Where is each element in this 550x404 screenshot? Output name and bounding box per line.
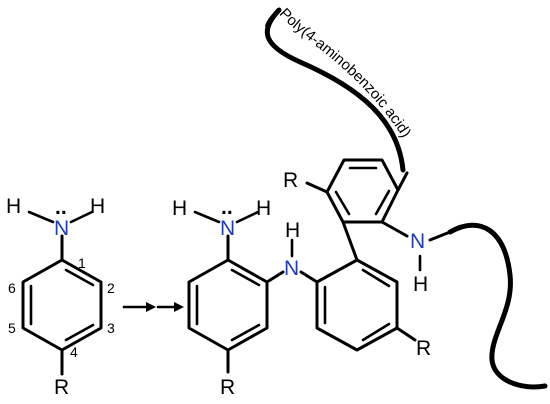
product-h-right: H bbox=[256, 197, 271, 220]
monomer-h-right: H bbox=[90, 195, 105, 218]
arrow-2-head bbox=[174, 302, 184, 312]
monomer-structure: H H N .. 1 1 2 3 4 5 6 R bbox=[6, 195, 115, 399]
ring-c-double-3 bbox=[334, 190, 351, 216]
ring-b-r-bond bbox=[395, 326, 417, 342]
polymer-chain-right bbox=[447, 222, 548, 390]
reaction-arrows bbox=[122, 302, 184, 312]
ring-c-double-2 bbox=[374, 189, 391, 216]
product-amine-nitrogen: N bbox=[220, 217, 235, 240]
ring-c-nh-bond bbox=[380, 220, 409, 238]
bridge-bond-left bbox=[265, 270, 285, 284]
ring-number-5-label: 5 bbox=[8, 320, 16, 336]
ring-number-2-label: 2 bbox=[107, 280, 115, 296]
monomer-nitrogen: N bbox=[54, 217, 69, 240]
ring-a-double-2 bbox=[230, 323, 261, 342]
product-lone-pair: .. bbox=[221, 196, 233, 219]
polymer-chains: Poly(4-aminobenzoic acid) bbox=[264, 5, 548, 390]
bridge-hydrogen: H bbox=[285, 219, 300, 242]
ring-a-nh-right bbox=[235, 210, 260, 224]
polymer-label: Poly(4-aminobenzoic acid) bbox=[276, 5, 414, 141]
bridge-nitrogen: N bbox=[284, 257, 299, 280]
bridge-bond-right bbox=[299, 270, 319, 284]
monomer-double-bond-2 bbox=[64, 323, 95, 342]
product-ring-a bbox=[187, 258, 269, 352]
product-r-bottom-left: R bbox=[220, 376, 235, 399]
biaryl-bond bbox=[341, 220, 359, 262]
ring-number-3-label: 3 bbox=[107, 320, 115, 336]
product-r-top-left: R bbox=[283, 169, 298, 192]
ring-b-double-1 bbox=[361, 268, 391, 288]
monomer-substituent-r: R bbox=[54, 376, 69, 399]
product-r-bottom-right: R bbox=[416, 337, 431, 360]
polymer-chain-top-tail bbox=[265, 9, 280, 27]
chain-hydrogen: H bbox=[413, 273, 428, 296]
ring-c-r-bond bbox=[305, 181, 329, 194]
ring-c-polymer-bond bbox=[396, 171, 409, 192]
ring-number-6-label: 6 bbox=[8, 280, 16, 296]
arrow-1-head bbox=[146, 302, 156, 312]
monomer-double-bond-1 bbox=[64, 268, 95, 287]
monomer-h-left: H bbox=[6, 195, 21, 218]
ring-number-1-label: 1 bbox=[78, 255, 86, 271]
ring-number-4-label: 4 bbox=[70, 344, 78, 360]
monomer-lone-pair: .. bbox=[55, 196, 67, 219]
ring-a-nh-left bbox=[193, 210, 221, 224]
ring-b-double-2 bbox=[361, 322, 391, 342]
chain-nitrogen: N bbox=[410, 230, 425, 253]
polymer-chain-top bbox=[264, 7, 406, 173]
ring-a-double-1 bbox=[230, 268, 261, 287]
monomer-nh-bond-right bbox=[69, 210, 94, 224]
monomer-ring bbox=[21, 258, 103, 352]
chain-n-link bbox=[428, 230, 452, 242]
product-structure: H H N .. R H N R R N bbox=[172, 158, 452, 399]
monomer-nh-bond-left bbox=[27, 210, 55, 224]
product-ring-b bbox=[315, 258, 399, 352]
product-h-left: H bbox=[172, 197, 187, 220]
